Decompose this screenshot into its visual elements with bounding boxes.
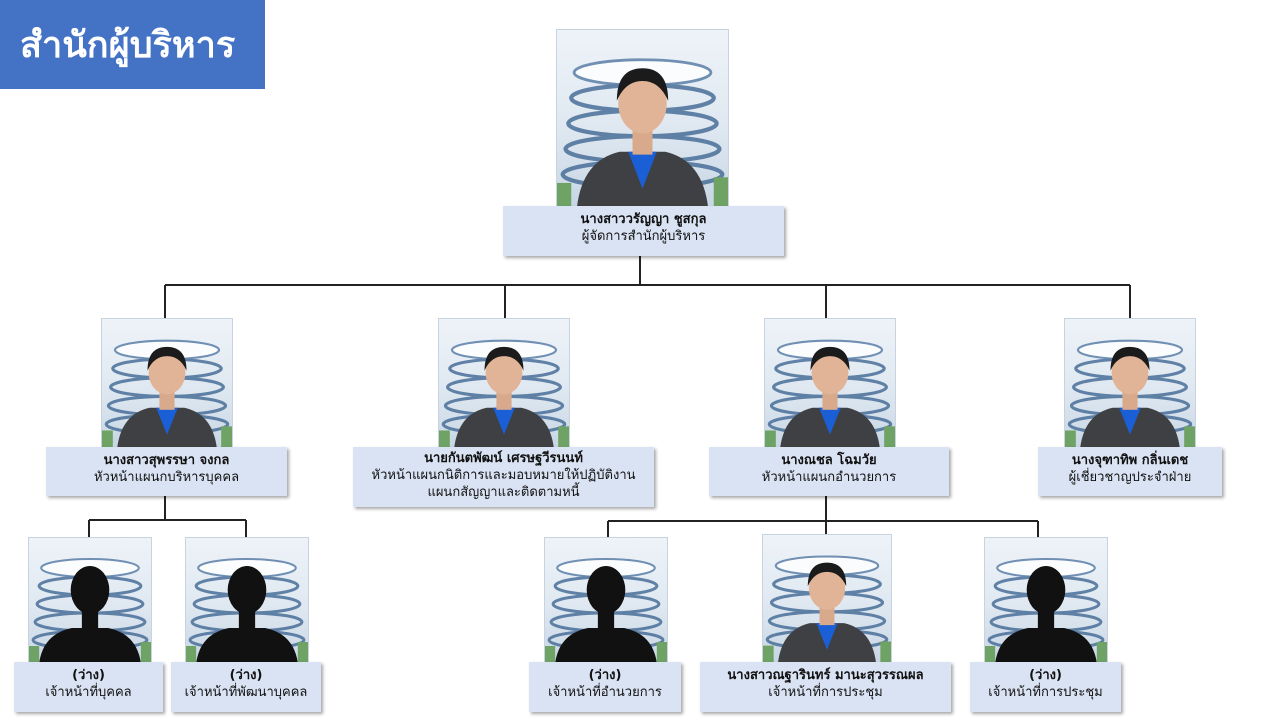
expert-photo (1064, 318, 1196, 449)
legal-head-role-line2: แผนกสัญญาและติดตามหนี้ (427, 485, 580, 500)
placeholder-silhouette-icon (985, 558, 1107, 663)
person-photo-icon (102, 339, 232, 448)
placeholder-silhouette-icon (29, 558, 151, 663)
admin-staff-label: (ว่าง) เจ้าหน้าที่อำนวยการ (529, 662, 681, 712)
placeholder-silhouette-icon (186, 558, 308, 663)
hr-staff-photo (28, 537, 152, 664)
legal-head-name: นายกันตพัฒน์ เศรษฐวีรนนท์ (424, 451, 583, 466)
admin-staff-role: เจ้าหน้าที่อำนวยการ (548, 685, 662, 700)
hr-staff-name: (ว่าง) (72, 668, 105, 683)
admin-head-photo (764, 318, 896, 449)
expert-label: นางจุฑาทิพ กลิ่นเดช ผู้เชี่ยวชาญประจำฝ่า… (1038, 447, 1222, 496)
meeting-staff-2-photo (984, 537, 1108, 664)
hr-head-label: นางสาวสุพรรษา จงกล หัวหน้าแผนกบริหารบุคค… (46, 447, 287, 496)
meeting-staff-1-role: เจ้าหน้าที่การประชุม (768, 685, 883, 700)
expert-name: นางจุฑาทิพ กลิ่นเดช (1071, 453, 1189, 468)
director-role: ผู้จัดการสำนักผู้บริหาร (581, 229, 706, 244)
director-photo (556, 29, 729, 208)
meeting-staff-2-name: (ว่าง) (1029, 668, 1062, 683)
page-title: สำนักผู้บริหาร (0, 0, 265, 89)
meeting-staff-1-photo (762, 534, 892, 664)
admin-staff-name: (ว่าง) (588, 668, 622, 683)
person-photo-icon (557, 58, 728, 207)
hr-head-photo (101, 318, 233, 449)
person-photo-icon (439, 339, 569, 448)
expert-role: ผู้เชี่ยวชาญประจำฝ่าย (1068, 470, 1192, 485)
page-title-text: สำนักผู้บริหาร (20, 25, 236, 66)
admin-staff-photo (544, 537, 668, 664)
meeting-staff-2-label: (ว่าง) เจ้าหน้าที่การประชุม (970, 662, 1121, 712)
legal-head-role-line1: หัวหน้าแผนกนิติการและมอบหมายให้ปฏิบัติงา… (371, 468, 636, 483)
hr-staff-label: (ว่าง) เจ้าหน้าที่บุคคล (14, 662, 163, 712)
director-name: นางสาววรัญญา ชูสกุล (580, 212, 707, 227)
admin-head-name: นางณชล โฉมวัย (781, 453, 877, 468)
legal-head-photo (438, 318, 570, 449)
legal-head-label: นายกันตพัฒน์ เศรษฐวีรนนท์ หัวหน้าแผนกนิต… (353, 447, 654, 507)
hr-head-name: นางสาวสุพรรษา จงกล (103, 453, 230, 468)
hr-dev-staff-photo (185, 537, 309, 664)
hr-dev-staff-role: เจ้าหน้าที่พัฒนาบุคคล (184, 685, 308, 700)
hr-dev-staff-name: (ว่าง) (229, 668, 263, 683)
hr-dev-staff-label: (ว่าง) เจ้าหน้าที่พัฒนาบุคคล (171, 662, 321, 712)
hr-head-role: หัวหน้าแผนกบริหารบุคคล (93, 470, 240, 485)
meeting-staff-1-label: นางสาวณฐารินทร์ มานะสุวรรณผล เจ้าหน้าที่… (700, 662, 951, 712)
hr-staff-role: เจ้าหน้าที่บุคคล (45, 685, 132, 700)
meeting-staff-1-name: นางสาวณฐารินทร์ มานะสุวรรณผล (727, 668, 924, 683)
meeting-staff-2-role: เจ้าหน้าที่การประชุม (988, 685, 1103, 700)
admin-head-label: นางณชล โฉมวัย หัวหน้าแผนกอำนวยการ (709, 447, 949, 496)
person-photo-icon (765, 339, 895, 448)
person-photo-icon (763, 555, 891, 663)
placeholder-silhouette-icon (545, 558, 667, 663)
person-photo-icon (1065, 339, 1195, 448)
admin-head-role: หัวหน้าแผนกอำนวยการ (761, 470, 897, 485)
director-label: นางสาววรัญญา ชูสกุล ผู้จัดการสำนักผู้บริ… (503, 206, 784, 256)
